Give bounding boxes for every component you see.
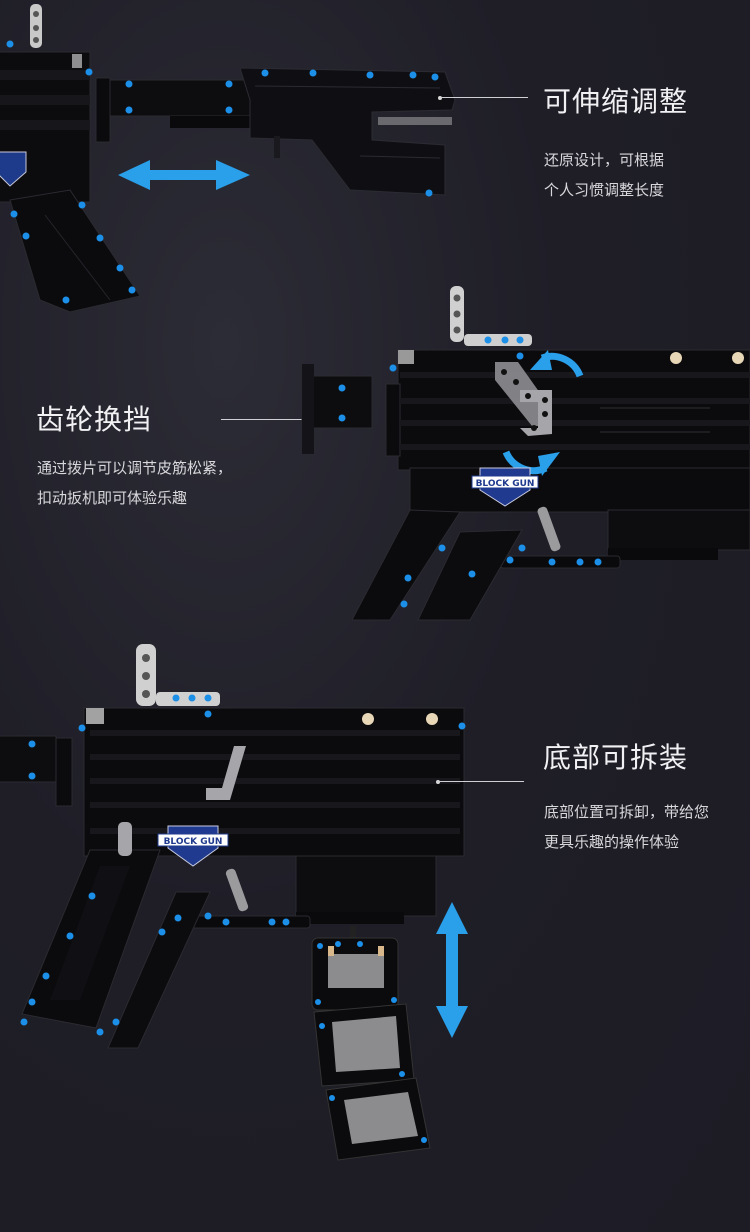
badge-text: BLOCK GUN	[164, 837, 223, 847]
description-line: 扣动扳机即可体验乐趣	[37, 489, 188, 507]
feature-description: 底部位置可拆卸，带给您 更具乐趣的操作体验	[544, 797, 709, 857]
feature-description: 通过拨片可以调节皮筋松紧， 扣动扳机即可体验乐趣	[37, 453, 232, 513]
leader-line	[221, 419, 303, 420]
feature-detachable-bottom: BLOCK GUN	[0, 630, 750, 1232]
block-gun-badge: BLOCK GUN	[471, 467, 539, 507]
feature-title: 齿轮换挡	[36, 403, 153, 436]
brick-gun-stock-illustration	[0, 4, 456, 313]
description-line: 底部位置可拆卸，带给您	[544, 803, 710, 821]
block-gun-badge: BLOCK GUN	[157, 825, 229, 867]
feature-description: 还原设计，可根据 个人习惯调整长度	[544, 145, 664, 205]
leader-line	[438, 781, 524, 782]
leader-dot	[438, 96, 442, 100]
leader-dot	[436, 780, 440, 784]
feature-title: 底部可拆装	[543, 741, 689, 774]
description-line: 还原设计，可根据	[544, 151, 665, 169]
description-line: 通过拨片可以调节皮筋松紧，	[37, 459, 233, 477]
leader-line	[440, 97, 528, 98]
feature-title: 可伸缩调整	[543, 85, 689, 118]
brick-gun-magazine-illustration: BLOCK GUN	[0, 644, 468, 1161]
feature-telescopic-stock: 可伸缩调整 还原设计，可根据 个人习惯调整长度	[0, 0, 750, 313]
feature-gear-shift: 齿轮换挡 通过拨片可以调节皮筋松紧， 扣动扳机即可体验乐趣	[0, 280, 750, 621]
vertical-double-arrow-icon	[436, 902, 468, 1038]
description-line: 更具乐趣的操作体验	[544, 833, 680, 851]
brick-gun-gear-lever-illustration: BLOCK GUN	[301, 286, 750, 621]
badge-text: BLOCK GUN	[476, 479, 535, 489]
description-line: 个人习惯调整长度	[544, 181, 665, 199]
detachable-magazine	[311, 926, 431, 1161]
horizontal-double-arrow-icon	[118, 160, 250, 190]
